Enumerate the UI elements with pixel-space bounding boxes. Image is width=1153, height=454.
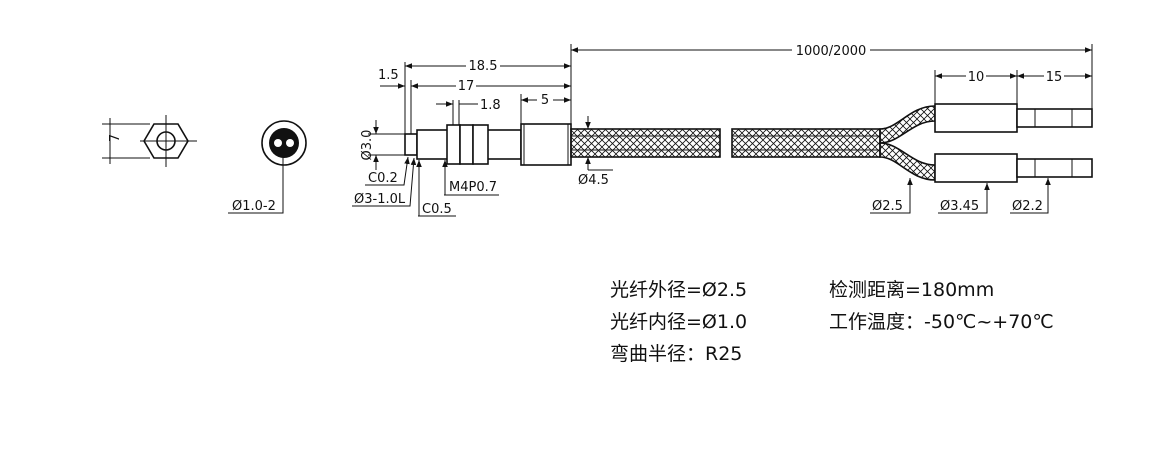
fiber-hole-label: Ø1.0-2 <box>232 199 276 214</box>
cable-seg-2 <box>731 128 881 158</box>
tail-upper <box>1016 108 1093 128</box>
sleeve <box>520 123 572 166</box>
ferrule-lower <box>934 153 1018 183</box>
ferrule-upper <box>934 103 1018 133</box>
cable-length-label: 1000/2000 <box>796 44 867 59</box>
len-1-8-label: 1.8 <box>480 98 501 113</box>
face-leader <box>228 153 284 214</box>
dia-3-45-label: Ø3.45 <box>940 199 979 214</box>
len-total-label: 18.5 <box>469 59 498 74</box>
thread-label: M4P0.7 <box>449 180 497 195</box>
chamfer-c0-2-label: C0.2 <box>368 171 398 186</box>
probe-tip <box>404 133 418 156</box>
dia-2-2-label: Ø2.2 <box>1012 199 1043 214</box>
spec-temperature: 工作温度：-50℃~+70℃ <box>829 311 1054 333</box>
face-inner-disc <box>269 128 299 158</box>
len-5-label: 5 <box>541 93 549 108</box>
spec-detect-distance: 检测距离=180mm <box>829 279 994 301</box>
nut-2 <box>459 124 474 165</box>
dia-3-1-0l-label: Ø3-1.0L <box>354 192 406 207</box>
len-10-label: 10 <box>968 70 985 85</box>
top-dimensions: 18.5 17 1.5 1.8 5 1000/2000 10 15 <box>378 42 1093 134</box>
cable-seg-1 <box>570 128 721 158</box>
spec-block: 光纤外径=Ø2.5 光纤内径=Ø1.0 弯曲半径：R25 检测距离=180mm … <box>610 279 1054 365</box>
fiber-cable <box>570 103 1093 183</box>
hex-height-label: 7 <box>108 134 123 142</box>
hex-end-view: 7 <box>102 115 197 167</box>
len-15-label: 15 <box>1046 70 1063 85</box>
dia-3-0-label: Ø3.0 <box>360 130 375 161</box>
branch-upper <box>879 105 936 144</box>
len-1-5-label: 1.5 <box>378 68 399 83</box>
chamfer-c0-5-label: C0.5 <box>422 202 452 217</box>
spec-bend-radius: 弯曲半径：R25 <box>610 343 742 365</box>
dia-2-5-label: Ø2.5 <box>872 199 903 214</box>
spec-inner-diameter: 光纤内径=Ø1.0 <box>610 311 747 333</box>
nut-3 <box>472 124 489 165</box>
nut-1 <box>446 124 461 165</box>
spec-outer-diameter: 光纤外径=Ø2.5 <box>610 279 747 301</box>
side-dimensions: Ø3.0 C0.2 Ø3-1.0L C0.5 M4P0.7 Ø4.5 Ø2.5 … <box>352 116 1051 217</box>
dia-4-5-label: Ø4.5 <box>578 173 609 188</box>
face-hole-left <box>274 139 282 147</box>
tail-lower <box>1016 158 1093 178</box>
face-hole-right <box>286 139 294 147</box>
face-view: Ø1.0-2 <box>228 120 307 214</box>
len-17-label: 17 <box>458 79 475 94</box>
sensor-head <box>404 123 572 166</box>
branch-lower <box>879 142 936 181</box>
